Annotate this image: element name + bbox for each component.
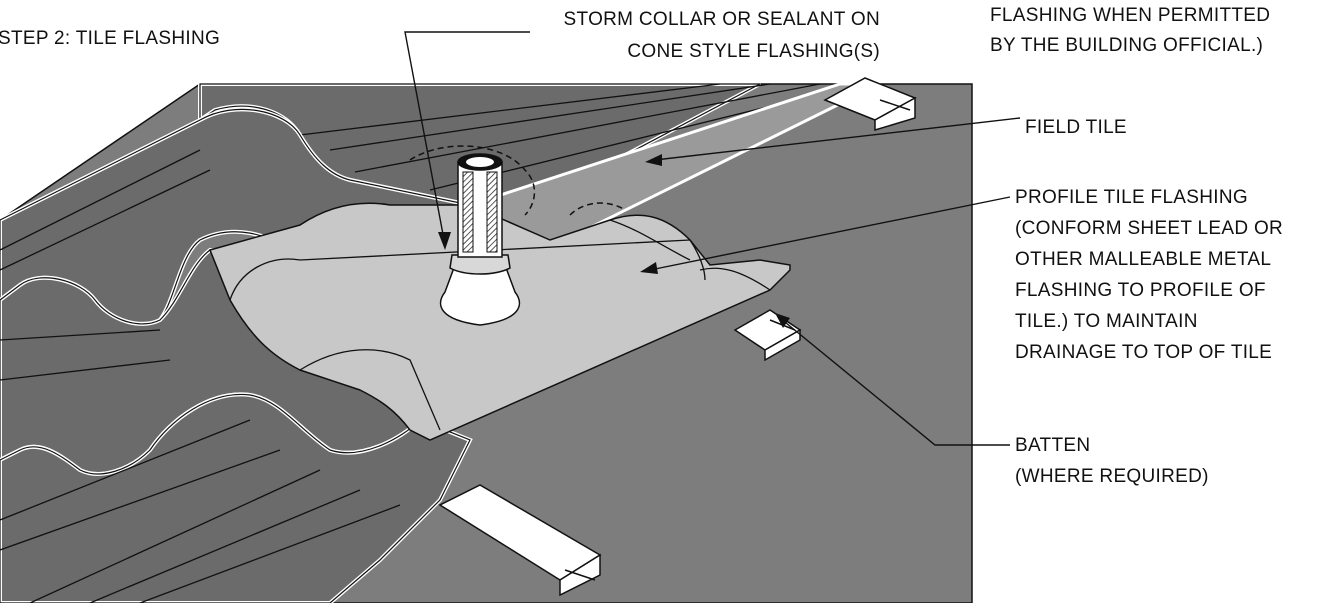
profile-flashing-line-2: (CONFORM SHEET LEAD OR [1015, 218, 1284, 239]
batten-upper [823, 77, 917, 132]
batten-lower [438, 484, 602, 597]
permitted-note-line-1: FLASHING WHEN PERMITTED [990, 5, 1271, 26]
leader-arrowheads [438, 154, 790, 328]
batten-label-line-1: BATTEN [1015, 435, 1091, 456]
hidden-edge-left [409, 145, 536, 216]
profile-flashing-line-1: PROFILE TILE FLASHING [1015, 187, 1248, 208]
batten-label-line-2: (WHERE REQUIRED) [1015, 466, 1209, 487]
storm-collar-label-line-1: STORM COLLAR OR SEALANT ON [563, 9, 880, 30]
storm-collar [449, 254, 511, 275]
field-tile-label: FIELD TILE [1025, 117, 1127, 138]
tile-ridge-lines [0, 149, 401, 604]
cone-flashing [439, 264, 521, 326]
permitted-note-line-2: BY THE BUILDING OFFICIAL.) [990, 35, 1264, 56]
profile-flashing-line-4: FLASHING TO PROFILE OF [1015, 280, 1266, 301]
profile-flashing-line-6: DRAINAGE TO TOP OF TILE [1015, 342, 1273, 363]
profile-flashing-line-3: OTHER MALLEABLE METAL [1015, 249, 1272, 270]
hidden-edge-right [569, 202, 626, 216]
storm-collar-label-line-2: CONE STYLE FLASHING(S) [627, 41, 880, 62]
step-title: STEP 2: TILE FLASHING [0, 28, 221, 49]
leader-lines [404, 31, 1021, 446]
profile-flashing-line-5: TILE.) TO MAINTAIN [1015, 311, 1198, 332]
